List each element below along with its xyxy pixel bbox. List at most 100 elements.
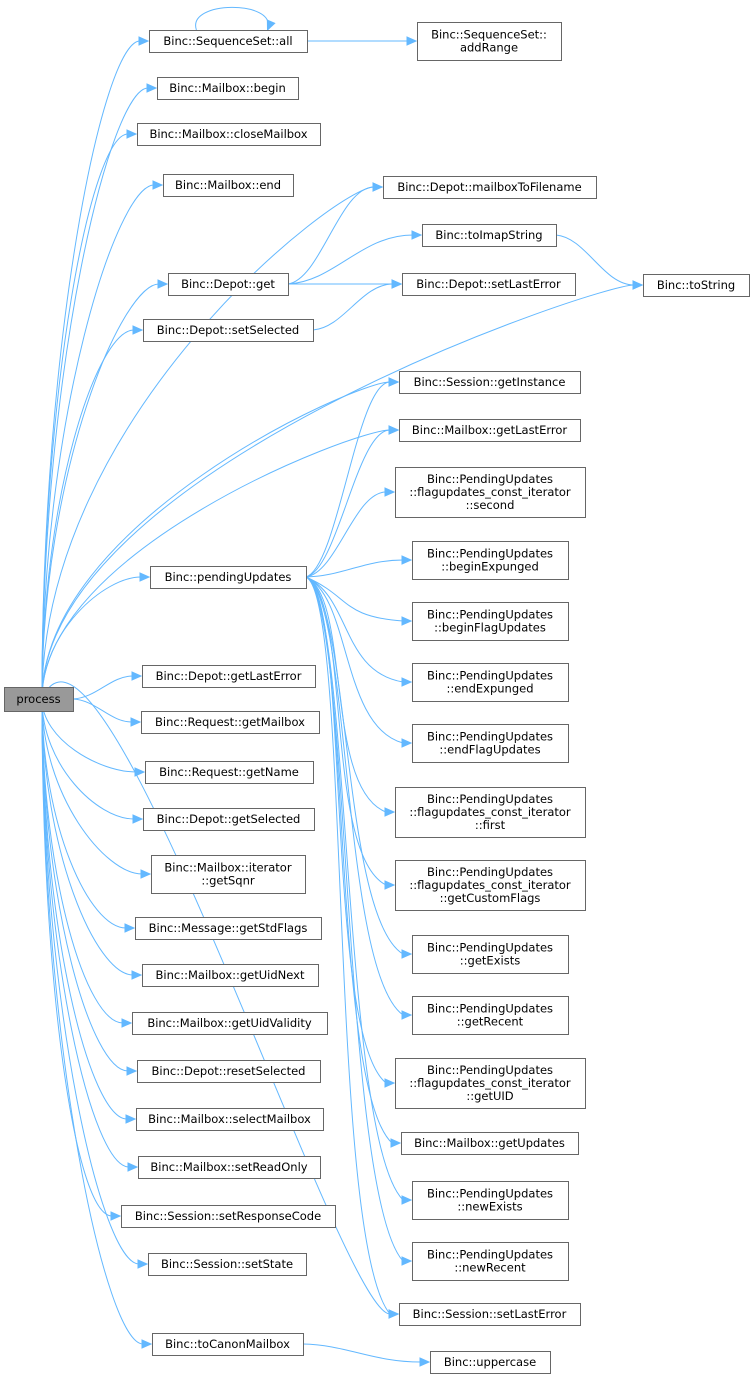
node-dp_resetsel[interactable]: Binc::Depot::resetSelected bbox=[137, 1060, 321, 1083]
node-pu_first[interactable]: Binc::PendingUpdates::flagupdates_const_… bbox=[395, 787, 586, 838]
node-label-line: Binc::Session::setResponseCode bbox=[135, 1209, 321, 1223]
edge-pending-to-pu_second bbox=[305, 487, 396, 578]
edge-process-to-tocanon bbox=[41, 698, 153, 1349]
node-pu_newrecent[interactable]: Binc::PendingUpdates::newRecent bbox=[412, 1242, 569, 1281]
node-label-line: Binc::Mailbox::getUidValidity bbox=[147, 1016, 312, 1030]
node-tostring[interactable]: Binc::toString bbox=[643, 274, 750, 297]
node-box bbox=[412, 996, 569, 1035]
node-box bbox=[430, 1351, 551, 1374]
node-box bbox=[412, 935, 569, 974]
node-pu_beginexp[interactable]: Binc::PendingUpdates::beginExpunged bbox=[412, 541, 569, 580]
edge-process-to-mb_uidnext bbox=[41, 698, 143, 980]
node-label-line: Binc::PendingUpdates bbox=[427, 472, 553, 486]
node-msg_stdflags[interactable]: Binc::Message::getStdFlags bbox=[135, 917, 322, 940]
node-mb_setro[interactable]: Binc::Mailbox::setReadOnly bbox=[138, 1156, 321, 1179]
node-req_getmb[interactable]: Binc::Request::getMailbox bbox=[141, 711, 320, 734]
edge-arrowhead bbox=[125, 1114, 137, 1124]
node-dp_getsel[interactable]: Binc::Depot::getSelected bbox=[143, 808, 315, 831]
node-label-line: Binc::PendingUpdates bbox=[427, 865, 553, 879]
node-box bbox=[412, 724, 569, 763]
edge-process-to-seq_all bbox=[41, 36, 150, 700]
node-label-line: Binc::SequenceSet:: bbox=[431, 28, 547, 42]
node-label-line: Binc::PendingUpdates bbox=[427, 608, 553, 622]
node-mb_getupdates[interactable]: Binc::Mailbox::getUpdates bbox=[401, 1132, 579, 1155]
node-ses_setlasterr[interactable]: Binc::Session::setLastError bbox=[399, 1303, 581, 1326]
node-label-line: ::beginExpunged bbox=[441, 560, 539, 574]
node-box bbox=[402, 273, 576, 296]
node-mb_uidnext[interactable]: Binc::Mailbox::getUidNext bbox=[142, 964, 319, 987]
node-box bbox=[150, 566, 307, 589]
node-pu_second[interactable]: Binc::PendingUpdates::flagupdates_const_… bbox=[395, 467, 586, 518]
node-pu_custom[interactable]: Binc::PendingUpdates::flagupdates_const_… bbox=[395, 860, 586, 911]
node-ses_setstate[interactable]: Binc::Session::setState bbox=[148, 1253, 307, 1276]
node-box bbox=[137, 123, 321, 146]
node-toimap[interactable]: Binc::toImapString bbox=[422, 224, 557, 247]
edge-arrowhead bbox=[401, 1195, 413, 1205]
node-dp_setlasterr[interactable]: Binc::Depot::setLastError bbox=[402, 273, 576, 296]
node-label-line: ::getSqnr bbox=[201, 874, 255, 888]
node-pu_getexists[interactable]: Binc::PendingUpdates::getExists bbox=[412, 935, 569, 974]
node-mb_begin[interactable]: Binc::Mailbox::begin bbox=[157, 77, 299, 100]
edge-process-to-req_getname bbox=[41, 698, 146, 777]
node-label-line: Binc::Depot::resetSelected bbox=[152, 1064, 306, 1078]
node-box bbox=[412, 602, 569, 641]
call-edges bbox=[41, 6, 644, 1367]
node-pu_getuid[interactable]: Binc::PendingUpdates::flagupdates_const_… bbox=[395, 1058, 586, 1109]
edge-arrowhead bbox=[110, 1211, 122, 1221]
edge-arrowhead bbox=[134, 767, 146, 777]
node-seq_all[interactable]: Binc::SequenceSet::all bbox=[149, 30, 308, 53]
node-box bbox=[163, 174, 294, 197]
edge-arrowhead bbox=[157, 279, 169, 289]
edge-process-to-ses_setstate bbox=[41, 698, 149, 1269]
edge-line bbox=[41, 681, 391, 1315]
node-box bbox=[412, 663, 569, 702]
node-dp_mbtofile[interactable]: Binc::Depot::mailboxToFilename bbox=[383, 176, 597, 199]
node-req_getname[interactable]: Binc::Request::getName bbox=[145, 761, 314, 784]
node-label-line: Binc::uppercase bbox=[444, 1355, 536, 1369]
node-box bbox=[412, 541, 569, 580]
node-pu_beginflag[interactable]: Binc::PendingUpdates::beginFlagUpdates bbox=[412, 602, 569, 641]
edge-line bbox=[41, 698, 124, 1024]
node-label-line: Binc::PendingUpdates bbox=[427, 1248, 553, 1262]
edge-line bbox=[287, 186, 375, 285]
node-mb_selectmb[interactable]: Binc::Mailbox::selectMailbox bbox=[136, 1108, 324, 1131]
node-pu_endexp[interactable]: Binc::PendingUpdates::endExpunged bbox=[412, 663, 569, 702]
node-dp_get[interactable]: Binc::Depot::get bbox=[168, 273, 289, 296]
node-label-line: Binc::PendingUpdates bbox=[427, 1187, 553, 1201]
node-mb_it_sqnr[interactable]: Binc::Mailbox::iterator::getSqnr bbox=[151, 855, 306, 894]
node-dp_setsel[interactable]: Binc::Depot::setSelected bbox=[143, 319, 314, 342]
node-pu_newexists[interactable]: Binc::PendingUpdates::newExists bbox=[412, 1181, 569, 1220]
node-mb_close[interactable]: Binc::Mailbox::closeMailbox bbox=[137, 123, 321, 146]
node-pending[interactable]: Binc::pendingUpdates bbox=[150, 566, 307, 589]
edge-pending-to-pu_newexists bbox=[305, 576, 413, 1205]
node-label-line: Binc::SequenceSet::all bbox=[163, 34, 292, 48]
node-label-line: Binc::Depot::setLastError bbox=[416, 277, 561, 291]
node-label-line: Binc::Request::getMailbox bbox=[155, 715, 305, 729]
root-node-process[interactable]: process bbox=[4, 687, 74, 712]
node-label-line: Binc::Mailbox::setReadOnly bbox=[150, 1160, 307, 1174]
node-dp_getlasterr[interactable]: Binc::Depot::getLastError bbox=[142, 665, 316, 688]
node-box bbox=[157, 77, 299, 100]
node-uppercase[interactable]: Binc::uppercase bbox=[430, 1351, 551, 1374]
node-mb_end[interactable]: Binc::Mailbox::end bbox=[163, 174, 294, 197]
edge-arrowhead bbox=[632, 280, 644, 290]
edge-line bbox=[305, 576, 404, 1201]
node-seq_addrange[interactable]: Binc::SequenceSet::addRange bbox=[417, 22, 562, 61]
node-ses_getinst[interactable]: Binc::Session::getInstance bbox=[399, 371, 581, 394]
edge-line bbox=[555, 234, 635, 286]
node-pu_endflag[interactable]: Binc::PendingUpdates::endFlagUpdates bbox=[412, 724, 569, 763]
node-tocanon[interactable]: Binc::toCanonMailbox bbox=[152, 1333, 304, 1356]
node-mb_uidvalidity[interactable]: Binc::Mailbox::getUidValidity bbox=[132, 1012, 328, 1035]
node-box bbox=[399, 419, 581, 442]
node-box bbox=[137, 1060, 321, 1083]
edge-line bbox=[305, 491, 387, 578]
node-label-line: ::getCustomFlags bbox=[440, 891, 541, 905]
node-mb_getlasterr[interactable]: Binc::Mailbox::getLastError bbox=[399, 419, 581, 442]
edge-arrowhead bbox=[152, 180, 164, 190]
edge-line bbox=[305, 576, 404, 744]
edge-process-to-mb_getlasterr bbox=[41, 425, 400, 700]
edge-dp_setsel-to-dp_setlasterr bbox=[312, 279, 403, 331]
node-ses_setresp[interactable]: Binc::Session::setResponseCode bbox=[121, 1205, 336, 1228]
node-pu_getrecent[interactable]: Binc::PendingUpdates::getRecent bbox=[412, 996, 569, 1035]
node-label-line: Binc::pendingUpdates bbox=[165, 570, 292, 584]
